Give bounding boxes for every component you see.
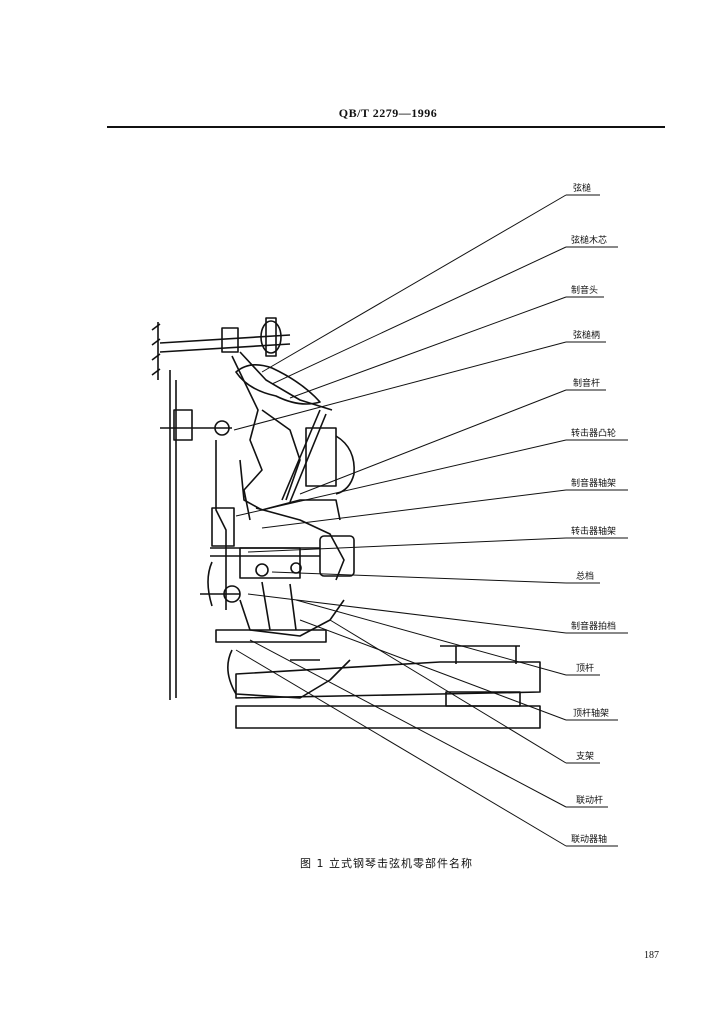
- label-damper-spoon-rail: 制音器拍档: [571, 622, 617, 632]
- label-main-rail: 总档: [576, 572, 595, 582]
- page-number: 187: [644, 950, 659, 961]
- label-jack-flange: 顶杆轴架: [573, 709, 610, 719]
- label-bracket: 支架: [576, 752, 595, 762]
- label-butt-cam: 转击器凸轮: [571, 429, 617, 439]
- standard-code-header: QB/T 2279—1996: [338, 106, 438, 120]
- label-wippen: 联动杆: [576, 796, 604, 806]
- label-hammer-core: 弦槌木芯: [571, 236, 608, 246]
- label-hammer: 弦槌: [573, 184, 592, 194]
- label-hammer-shank: 弦槌柄: [573, 331, 601, 341]
- label-jack: 顶杆: [576, 664, 595, 674]
- leader-lines: [233, 194, 628, 847]
- label-wippen-flange: 联动器轴: [571, 835, 608, 845]
- label-damper-flange: 制音器轴架: [571, 479, 617, 489]
- figure-caption: 图 1 立式钢琴击弦机零部件名称: [300, 857, 473, 870]
- header-rule: [107, 126, 665, 128]
- label-damper-lever: 制音杆: [573, 379, 601, 389]
- label-butt-flange: 转击器轴架: [571, 527, 617, 537]
- mechanism-drawing: [151, 317, 541, 729]
- label-damper-head: 制音头: [571, 286, 599, 296]
